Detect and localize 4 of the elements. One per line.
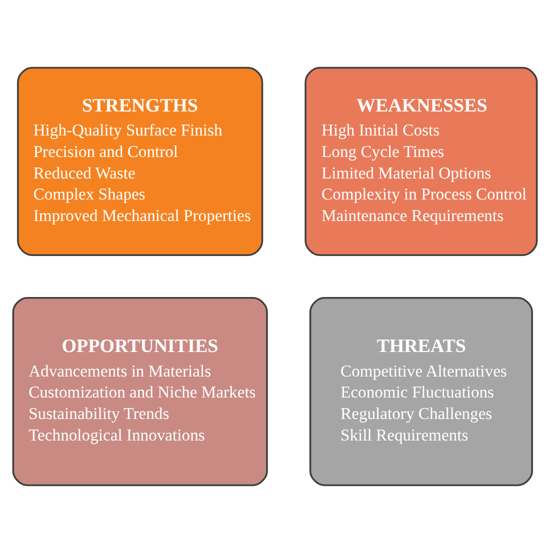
node-box: WEAKNESSES High Initial Costs Long Cycle Times Limited Material Options Complexity in Process Control Maintenance Requirements [304,66,538,256]
node-box: THREATS Competitive Alternatives Economic Fluctuations Regulatory Challenges Skill Requirements [309,296,533,486]
node-box: STRENGTHS High-Quality Surface Finish Precision and Control Reduced Waste Complex Shapes Improved Mechanical Properties [17,66,264,256]
node-box: OPPORTUNITIES Advancements in Materials Customization and Niche Markets Sustainability Trends Technological Innovations [12,296,268,486]
